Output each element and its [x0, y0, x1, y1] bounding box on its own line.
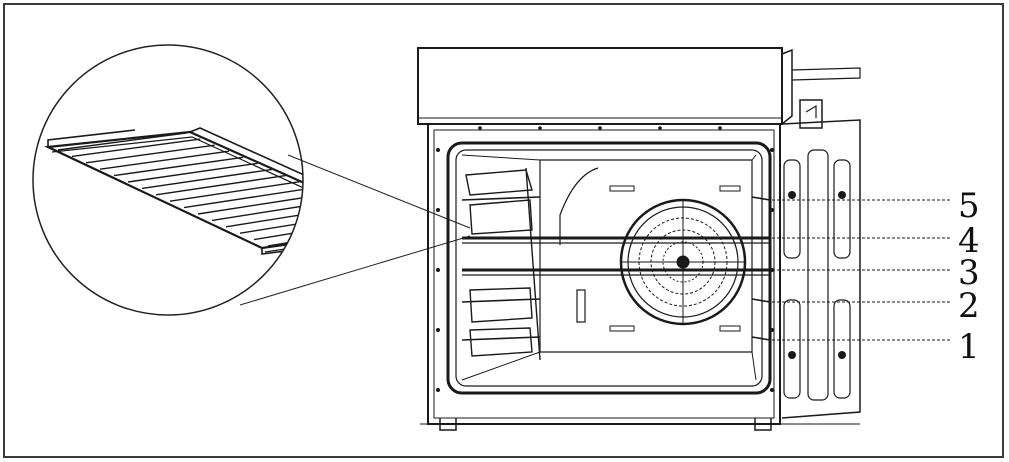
shelf-label-3: 3	[958, 253, 980, 293]
convection-fan-icon	[619, 198, 747, 326]
rack-bar	[225, 205, 303, 228]
shelf-label-4: 4	[958, 221, 980, 261]
wire-rack-icon	[43, 127, 303, 255]
shelf-label-1: 1	[958, 327, 980, 367]
rack-bar	[99, 150, 230, 170]
rack-bar	[155, 174, 287, 196]
rack-bar	[197, 192, 303, 215]
rack-bar	[169, 180, 301, 202]
rack-bar	[211, 199, 303, 222]
shelf-rails	[461, 196, 771, 341]
shelf-label-2: 2	[958, 286, 980, 326]
shelf-rail-3	[462, 268, 770, 276]
shelf-rail-4	[462, 236, 770, 244]
rack-bar	[253, 217, 303, 241]
shelf-rail-5	[461, 196, 771, 201]
rack-bar	[183, 186, 303, 209]
shelf-rail-1	[461, 336, 771, 341]
rack-bar	[127, 162, 258, 183]
rack-bar	[85, 144, 215, 164]
shelf-label-5: 5	[958, 186, 980, 226]
shelf-rail-2	[461, 298, 771, 303]
rack-bar	[113, 156, 244, 177]
rack-bar	[71, 138, 201, 158]
oven-cavity-icon	[417, 47, 861, 431]
magnifier-leader-lines	[239, 154, 471, 306]
rack-bar	[239, 211, 303, 234]
rack-bar	[57, 132, 187, 151]
magnifier-circle	[32, 44, 304, 316]
rack-bar	[141, 168, 273, 190]
